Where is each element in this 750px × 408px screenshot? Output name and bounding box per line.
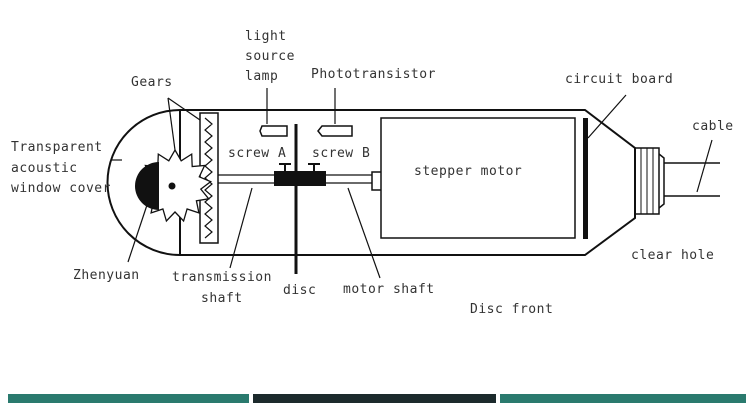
label-disc: disc: [283, 283, 316, 298]
stepper-motor-body: [380, 117, 576, 239]
label-screw-b: screw B: [312, 146, 370, 161]
label-light: light: [245, 29, 287, 44]
label-transmission: transmission: [172, 270, 272, 285]
bottom-bar-left: [8, 394, 249, 403]
housing-outline: [106, 109, 636, 256]
bottom-bar-middle: [253, 394, 496, 403]
disc-hub: [274, 171, 326, 186]
leader-motor-shaft: [347, 187, 381, 279]
label-source: source: [245, 49, 295, 64]
leader-gears-1: [167, 97, 176, 151]
label-gears: Gears: [131, 75, 173, 90]
leader-zhenyuan: [127, 204, 148, 263]
label-acoustic: acoustic: [11, 161, 78, 176]
zhenyuan-center-dot: [168, 182, 176, 190]
label-phototransistor: Phototransistor: [311, 67, 436, 82]
phototransistor: [317, 125, 353, 137]
leader-circuit-board: [587, 94, 627, 139]
label-transparent: Transparent: [11, 140, 103, 155]
label-zhenyuan: Zhenyuan: [73, 268, 140, 283]
label-cable: cable: [692, 119, 734, 134]
motor-coupling: [371, 171, 381, 191]
label-circuit-board: circuit board: [565, 72, 673, 87]
circuit-board: [583, 118, 588, 239]
label-window-cover: window cover: [11, 181, 111, 196]
light-source-lamp: [259, 125, 288, 137]
label-lamp: lamp: [245, 69, 278, 84]
zhenyuan-transducer: [135, 162, 159, 210]
leader-gears-2: [167, 97, 201, 121]
label-clear-hole: clear hole: [631, 248, 714, 263]
label-stepper-motor: stepper motor: [414, 164, 522, 179]
label-motor-shaft: motor shaft: [343, 282, 435, 297]
label-shaft: shaft: [201, 291, 243, 306]
leader-cable: [696, 139, 713, 193]
gear-teeth: [204, 117, 213, 239]
label-screw-a: screw A: [228, 146, 286, 161]
connector-cap: [658, 153, 665, 209]
label-disc-front: Disc front: [470, 302, 553, 317]
bottom-bar-right: [500, 394, 746, 403]
leader-transmission-shaft: [229, 187, 253, 269]
